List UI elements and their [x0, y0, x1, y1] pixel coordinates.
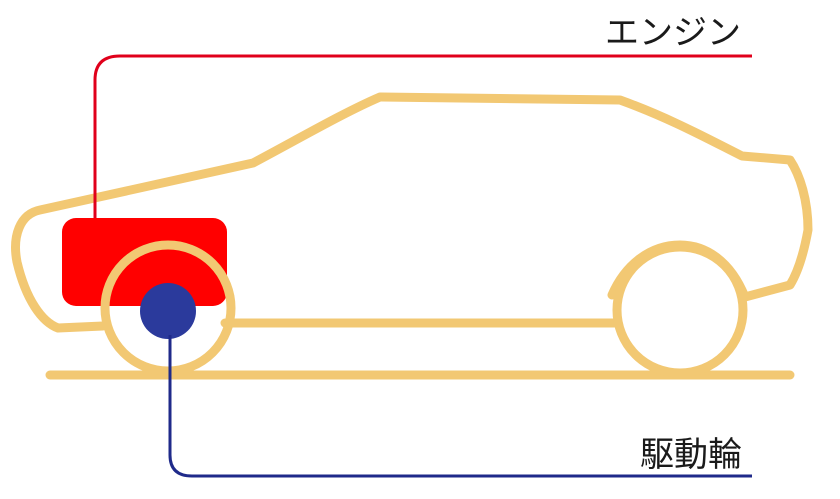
drive-wheel-leader-line — [168, 335, 752, 478]
engine-leader-line — [93, 54, 752, 218]
drive-wheel-label: 駆動輪 — [640, 435, 742, 475]
engine-label: エンジン — [605, 13, 741, 53]
front-wheel — [100, 240, 236, 376]
rear-wheel — [612, 242, 748, 378]
engine-block — [62, 218, 227, 306]
drive-wheel-hub — [140, 283, 196, 339]
